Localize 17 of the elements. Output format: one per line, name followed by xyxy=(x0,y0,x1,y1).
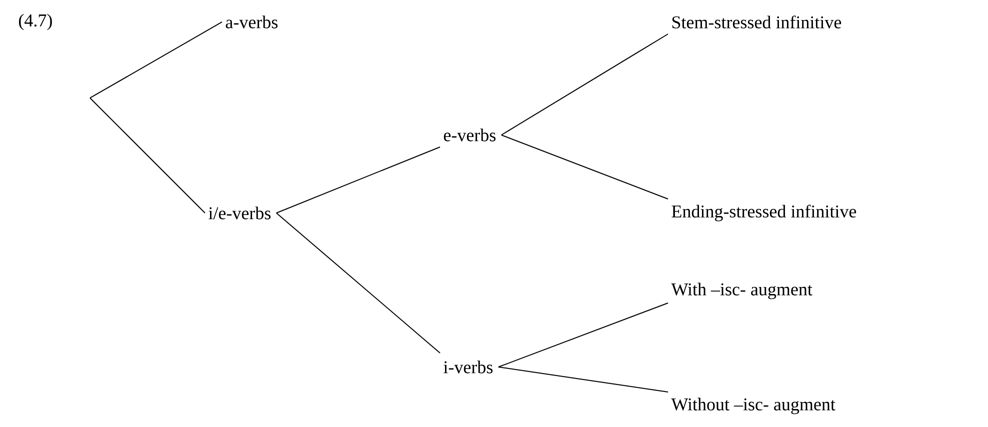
tree-label: With –isc- augment xyxy=(671,282,812,300)
branch-line xyxy=(90,98,206,214)
tree-label: i-verbs xyxy=(444,360,493,374)
branch-line xyxy=(500,134,668,200)
example-number: (4.7) xyxy=(19,14,52,30)
tree-label: e-verbs xyxy=(444,128,496,142)
tree-label: Without –isc- augment xyxy=(671,398,836,414)
branch-line xyxy=(276,146,440,214)
branch-line xyxy=(276,212,440,354)
branch-line xyxy=(90,22,222,98)
branch-line xyxy=(500,34,668,136)
branch-line xyxy=(498,366,668,392)
tree-label: a-verbs xyxy=(226,16,278,28)
branch-line xyxy=(498,302,668,368)
tree-label: Ending-stressed infinitive xyxy=(672,204,856,222)
tree-label: i/e-verbs xyxy=(208,206,271,220)
tree-label: Stem-stressed infinitive xyxy=(672,16,842,28)
